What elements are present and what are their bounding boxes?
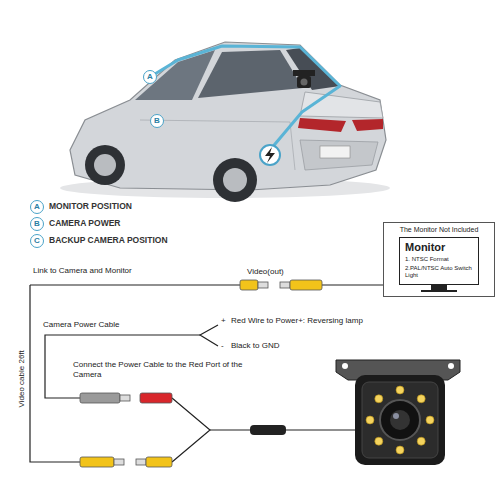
wire-label: Link to Camera and Monitor [32,266,133,276]
camera-icon [293,70,315,88]
wire-note: Connect the Power Cable to the Red Port … [72,360,244,379]
callout-letter: A [30,200,44,214]
cable-length: Video cable 26ft [17,349,27,408]
callout-letter: A [143,70,157,84]
callout-letter: C [30,234,44,248]
node-text: 2.PAL/NTSC Auto Switch Light [405,265,473,280]
node-text: Monitor [405,241,473,253]
car-illustration [60,42,390,202]
polarity-sign: + [220,316,227,326]
monitor-screen: Monitor 1. NTSC Format2.PAL/NTSC Auto Swi… [399,237,479,285]
legend-text: CAMERA POWER [48,218,121,228]
wires [30,285,385,462]
node-text: The Monitor Not Included [400,226,479,233]
polarity-sign: - [220,341,225,351]
power-icon [260,145,280,165]
node-text: 1. NTSC Format [405,256,473,264]
callout-letter: B [30,217,44,231]
legend-text: BACKUP CAMERA POSITION [48,235,169,245]
legend-text: MONITOR POSITION [48,201,133,211]
backup-camera [336,360,460,465]
callout-letter: B [150,114,164,128]
monitor-base [421,290,457,292]
wire-label: Red Wire to Power+: Reversing lamp [230,316,364,326]
wire-label: Black to GND [230,341,280,351]
wire-label: Video(out) [246,267,285,277]
wire-label: Camera Power Cable [42,320,120,330]
monitor-frame: The Monitor Not IncludedMonitor 1. NTSC F… [383,222,495,297]
